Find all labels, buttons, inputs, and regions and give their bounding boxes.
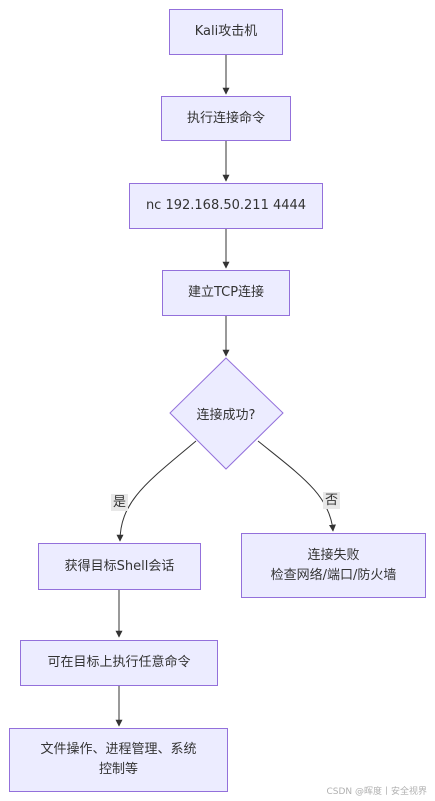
node-tcp-connect: 建立TCP连接 xyxy=(162,270,290,316)
node-operations: 文件操作、进程管理、系统 控制等 xyxy=(9,728,228,792)
node-execute-command: 执行连接命令 xyxy=(161,96,291,141)
edge-decision-yes xyxy=(116,440,197,542)
node-run-any-command-label: 可在目标上执行任意命令 xyxy=(47,655,191,670)
node-connect-fail-line2: 检查网络/端口/防火墙 xyxy=(270,567,397,583)
watermark: CSDN @晖度丨安全视界 xyxy=(326,787,427,797)
node-run-any-command: 可在目标上执行任意命令 xyxy=(20,640,218,686)
node-operations-line1: 文件操作、进程管理、系统 xyxy=(40,742,197,757)
edge-decision-no xyxy=(257,440,336,532)
edge-label-no: 否 xyxy=(323,492,341,509)
node-get-shell-label: 获得目标Shell会话 xyxy=(64,558,175,574)
node-kali-attacker: Kali攻击机 xyxy=(169,9,283,55)
node-operations-line2: 控制等 xyxy=(98,762,138,777)
node-connect-fail-line1: 连接失败 xyxy=(307,547,360,563)
node-get-shell: 获得目标Shell会话 xyxy=(38,543,201,590)
node-connect-fail: 连接失败 检查网络/端口/防火墙 xyxy=(241,533,426,598)
edge-label-yes: 是 xyxy=(111,494,129,511)
node-tcp-connect-label: 建立TCP连接 xyxy=(187,285,265,300)
decision-label: 连接成功? xyxy=(196,407,256,423)
node-execute-command-label: 执行连接命令 xyxy=(186,110,265,126)
node-nc-command-label: nc 192.168.50.211 4444 xyxy=(145,198,307,213)
node-nc-command: nc 192.168.50.211 4444 xyxy=(129,183,323,229)
decision-diamond xyxy=(169,357,284,470)
node-kali-attacker-label: Kali攻击机 xyxy=(194,24,258,39)
